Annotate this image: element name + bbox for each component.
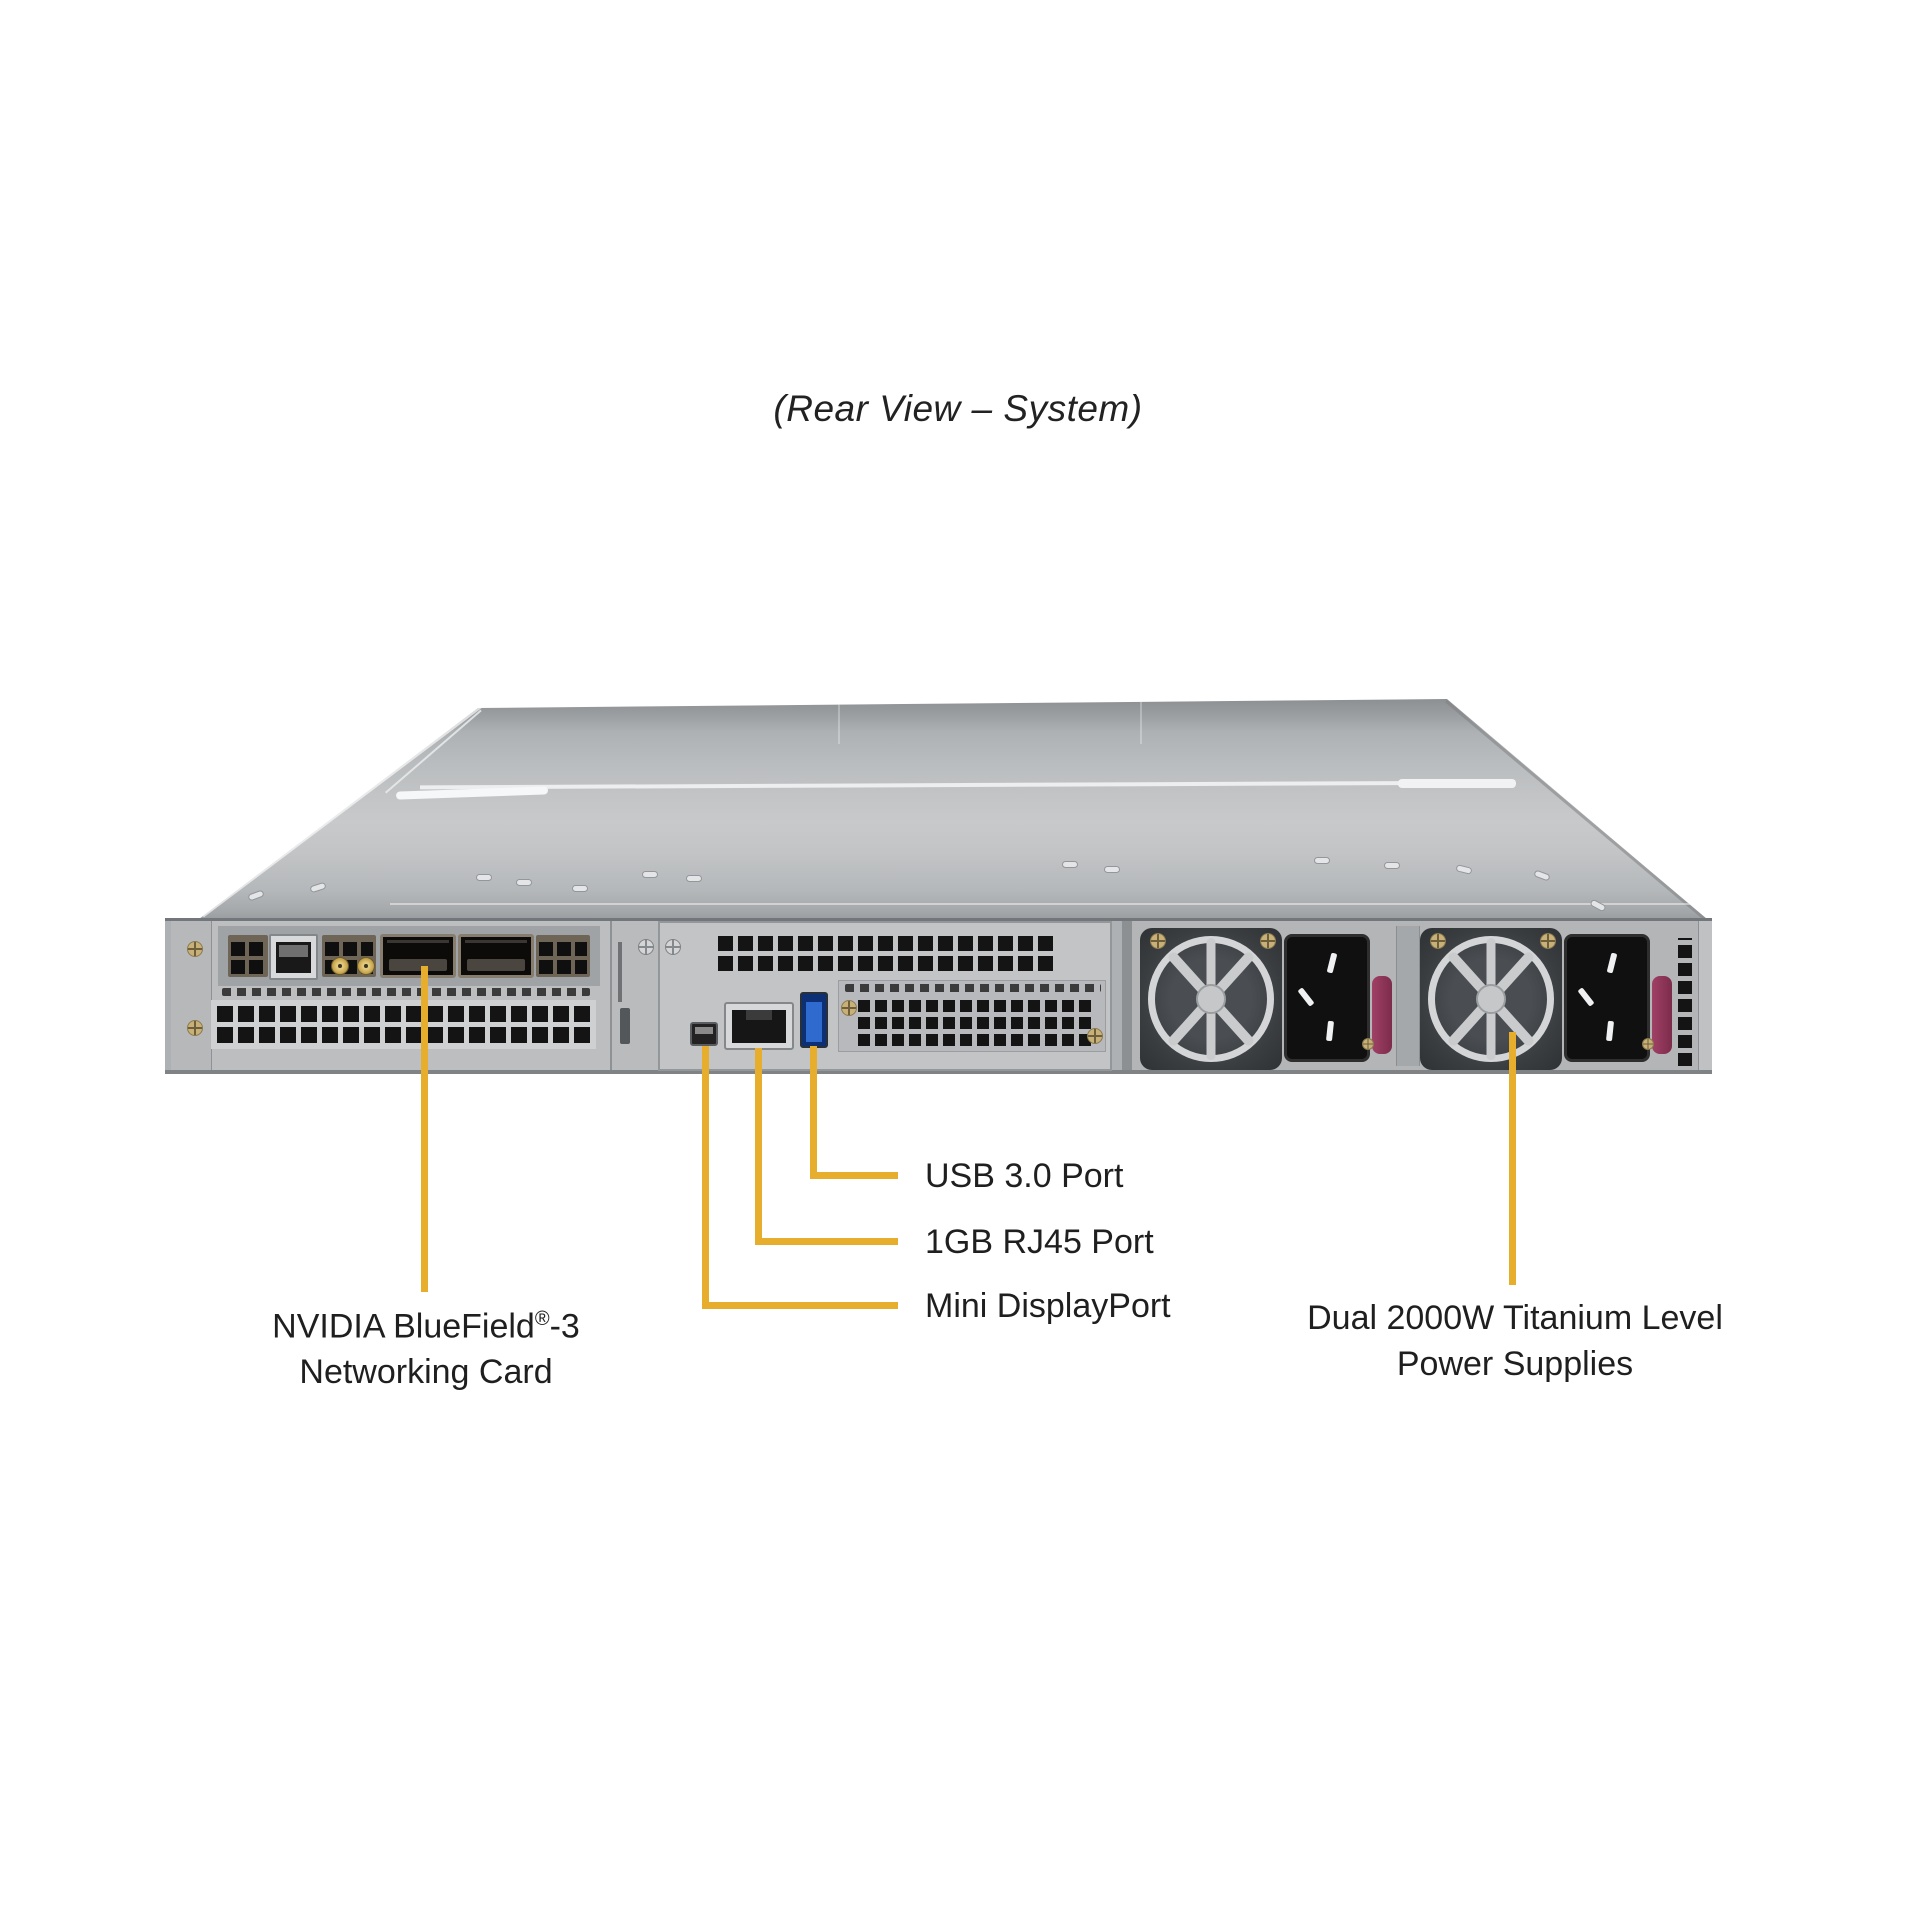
card-vent-grid [217, 1006, 590, 1043]
qsfp-cage-1 [380, 934, 456, 978]
card-vent-block [322, 935, 376, 977]
psu-release-handle-2 [1652, 976, 1672, 1054]
psu-divider [1396, 926, 1420, 1066]
rivet [516, 879, 532, 886]
rivet [1104, 866, 1120, 873]
callout-line-networking-card [421, 966, 428, 1292]
rivet [476, 874, 492, 881]
psu-power-inlet-2 [1564, 934, 1650, 1062]
rivet [309, 881, 327, 894]
usb3-port [800, 992, 828, 1048]
rivet [572, 885, 588, 892]
callout-line-rj45-horizontal [755, 1238, 898, 1245]
mini-displayport [690, 1022, 718, 1046]
card-slot-vents [222, 988, 590, 996]
pci-vent-grid [858, 1000, 1091, 1046]
label-mini-displayport: Mini DisplayPort [925, 1287, 1171, 1325]
label-power-supplies-line2: Power Supplies [1396, 1345, 1634, 1383]
psu-fan-1 [1140, 928, 1282, 1070]
callout-line-usb-horizontal [810, 1172, 898, 1179]
psu-bay-divider [1122, 921, 1132, 1070]
card-rj45-port [269, 934, 318, 980]
callout-line-psu [1509, 1032, 1516, 1285]
diagram-title: (Rear View – System) [773, 388, 1143, 429]
top-seam-diagonal [385, 709, 482, 794]
rivet [1533, 869, 1551, 882]
label-networking-card-line2: Networking Card [299, 1353, 553, 1392]
pci-slot-vents [845, 984, 1101, 992]
right-vent-column [1678, 938, 1692, 1066]
top-seam-vertical-2 [1140, 702, 1142, 744]
top-seam [419, 780, 1511, 790]
top-seam-vertical-1 [838, 702, 840, 744]
qsfp-cage-2 [458, 934, 534, 978]
psu-fan-2 [1420, 928, 1562, 1070]
screw [665, 939, 681, 955]
label-rj45-port: 1GB RJ45 Port [925, 1223, 1154, 1261]
screw [1150, 933, 1166, 949]
screw [1362, 1038, 1374, 1050]
callout-line-minidp-horizontal [702, 1302, 898, 1309]
coax-connector-2 [357, 957, 375, 975]
top-highlight-right [1398, 779, 1516, 788]
label-networking-card-line1: NVIDIA BlueField®-3 [272, 1307, 580, 1346]
label-usb-port: USB 3.0 Port [925, 1157, 1124, 1195]
screw [1642, 1038, 1654, 1050]
registered-mark: ® [534, 1308, 550, 1330]
label-networking-card: NVIDIA BlueField®-3 Networking Card [146, 1296, 706, 1395]
screw [638, 939, 654, 955]
screw [187, 941, 203, 957]
top-front-lip-highlight [390, 903, 1690, 905]
psu-power-inlet-1 [1284, 934, 1370, 1062]
rivet [1314, 857, 1330, 864]
rivet [686, 875, 702, 882]
top-highlight-left [395, 786, 549, 800]
screw [1540, 933, 1556, 949]
rivet [1384, 862, 1400, 869]
label-power-supplies-line1: Dual 2000W Titanium Level [1307, 1299, 1723, 1337]
rivet [1062, 861, 1078, 868]
screw [187, 1020, 203, 1036]
label-power-supplies: Dual 2000W Titanium Level Power Supplies [1215, 1295, 1815, 1387]
right-edge-strip [1698, 921, 1712, 1070]
chassis-top-surface [199, 699, 1707, 919]
screw [1087, 1028, 1103, 1044]
screw [1260, 933, 1276, 949]
psu-release-handle-1 [1372, 976, 1392, 1054]
chassis-edge-right [1445, 700, 1707, 919]
screw [841, 1000, 857, 1016]
divider-groove [618, 942, 622, 1002]
coax-connector-1 [331, 957, 349, 975]
rivet [1455, 864, 1473, 875]
rivet [1589, 898, 1607, 913]
rj45-port [724, 1002, 794, 1050]
callout-line-minidp-vertical [702, 1046, 709, 1309]
io-vent-grid [718, 936, 1053, 971]
callout-line-rj45-vertical [755, 1048, 762, 1245]
divider-latch [620, 1008, 630, 1044]
chassis-edge-left [202, 705, 482, 918]
card-vent-block [536, 935, 590, 977]
rivet [642, 871, 658, 878]
callout-line-usb-vertical [810, 1046, 817, 1179]
card-vent-block [228, 935, 268, 977]
rivet [247, 889, 265, 902]
screw [1430, 933, 1446, 949]
